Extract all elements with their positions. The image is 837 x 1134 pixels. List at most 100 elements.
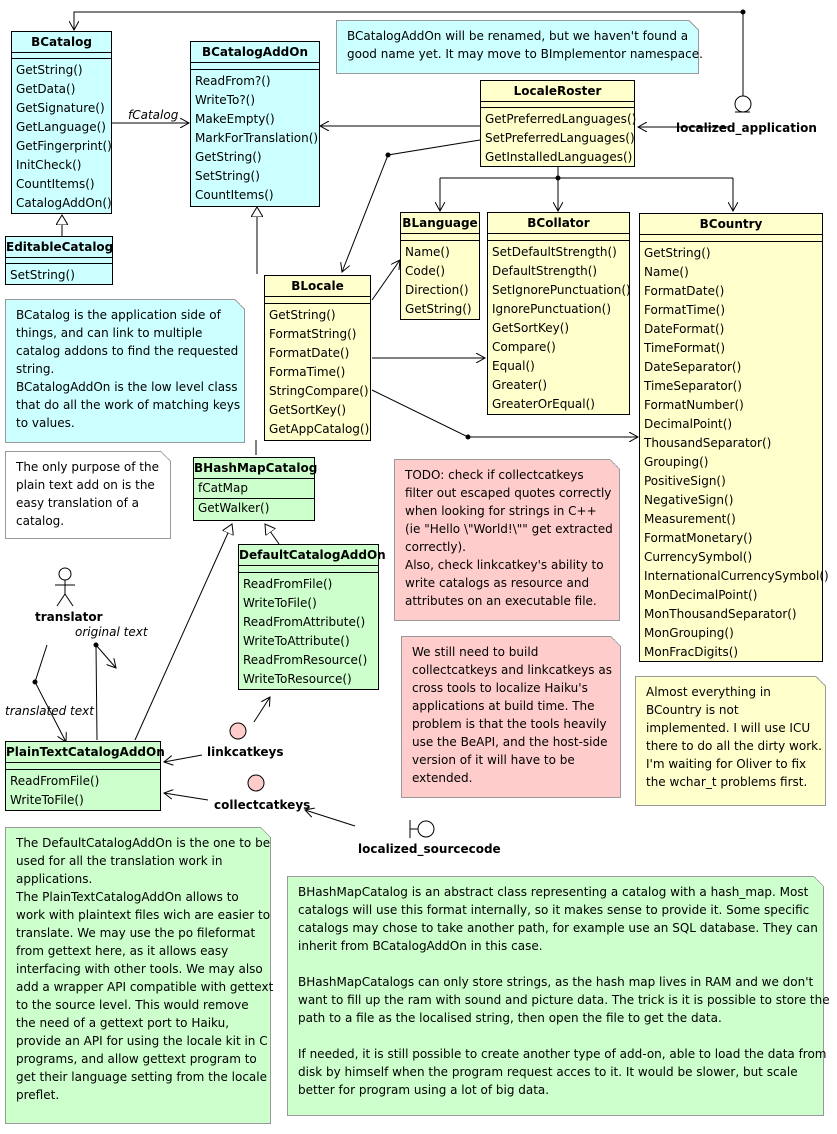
note-line: BCatalogAddOn will be renamed, but we ha… bbox=[347, 29, 689, 43]
class-ops: GetString() Name() FormatDate() FormatTi… bbox=[640, 242, 829, 662]
class-ops: ReadFromFile() WriteToFile() bbox=[6, 770, 160, 810]
class-attrs-empty bbox=[6, 258, 112, 264]
class-bcountry[interactable]: BCountry GetString() Name() FormatDate()… bbox=[639, 213, 829, 662]
class-bcatalog[interactable]: BCatalog GetString() GetData() GetSignat… bbox=[11, 31, 112, 214]
note-line: interfacing with other tools. We may als… bbox=[16, 962, 263, 976]
class-blocale[interactable]: BLocale GetString() FormatString() Forma… bbox=[264, 275, 371, 441]
class-attrs-empty bbox=[640, 235, 822, 242]
label-linkcatkeys: linkcatkeys bbox=[207, 745, 284, 759]
note-default-addon: The DefaultCatalogAddOn is the one to be… bbox=[5, 827, 273, 1124]
edge-original-text bbox=[95, 643, 116, 741]
note-line: catalog addons to find the requested bbox=[16, 344, 239, 358]
class-bcollator[interactable]: BCollator SetDefaultStrength() DefaultSt… bbox=[487, 212, 631, 415]
class-ops: Name() Code() Direction() GetString() bbox=[401, 241, 479, 319]
note-line: catalog. bbox=[16, 514, 65, 528]
op: CurrencySymbol() bbox=[644, 550, 753, 564]
op: InternationalCurrencySymbol() bbox=[644, 569, 829, 583]
note-line: programs, and allow gettext program to bbox=[16, 1052, 257, 1066]
note-line: BCountry is not bbox=[646, 703, 739, 717]
note-line: The DefaultCatalogAddOn is the one to be bbox=[16, 836, 271, 850]
op: GetString() bbox=[269, 308, 336, 322]
note-line: applications at build time. The bbox=[412, 699, 595, 713]
note-line: BHashMapCatalog is an abstract class rep… bbox=[298, 885, 809, 899]
note-line: inherit from BCatalogAddOn in this case. bbox=[298, 939, 543, 953]
class-bcatalogaddon[interactable]: BCatalogAddOn ReadFrom?() WriteTo?() Mak… bbox=[190, 41, 320, 207]
op: MonThousandSeparator() bbox=[644, 607, 797, 621]
op: FormatTime() bbox=[644, 303, 726, 317]
note-line: better for program using a lot of big da… bbox=[298, 1083, 550, 1097]
note-line: Also, check linkcatkey's ability to bbox=[405, 558, 604, 572]
op: MakeEmpty() bbox=[195, 112, 275, 126]
edge-translated-text bbox=[34, 644, 66, 742]
op: ReadFromFile() bbox=[243, 577, 333, 591]
op: FormatMonetary() bbox=[644, 531, 753, 545]
note-line: write catalogs as resource and bbox=[405, 576, 590, 590]
note-line: correctly). bbox=[405, 540, 466, 554]
op: CountItems() bbox=[16, 177, 95, 191]
note-line: used for all the translation work in bbox=[16, 854, 223, 868]
note-todo: TODO: check if collectcatkeys filter out… bbox=[394, 459, 620, 621]
note-line: plain text add on is the bbox=[16, 478, 155, 492]
class-title: EditableCatalog bbox=[6, 237, 113, 258]
note-line: problem is that the tools heavily bbox=[412, 717, 607, 731]
class-editablecatalog[interactable]: EditableCatalog SetString() bbox=[5, 236, 113, 285]
label-localized-sourcecode: localized_sourcecode bbox=[358, 842, 501, 856]
class-bhashmapcatalog[interactable]: BHashMapCatalog fCatMap GetWalker() bbox=[193, 457, 317, 521]
op: GetInstalledLanguages() bbox=[485, 150, 633, 164]
label-translator: translator bbox=[35, 610, 103, 624]
op: IgnorePunctuation() bbox=[492, 302, 612, 316]
class-title: BLocale bbox=[265, 276, 370, 297]
class-title: BLanguage bbox=[401, 213, 479, 234]
note-line: get their language setting from the loca… bbox=[16, 1070, 267, 1084]
note-line: BHashMapCatalogs can only store strings,… bbox=[298, 975, 814, 989]
op: Greater() bbox=[492, 378, 548, 392]
class-title: PlainTextCatalogAddOn bbox=[6, 742, 165, 763]
note-line: easy translation of a bbox=[16, 496, 139, 510]
edge-plaintext-inherit bbox=[134, 524, 232, 741]
op: StringCompare() bbox=[269, 384, 369, 398]
class-attrs-empty bbox=[239, 566, 378, 573]
note-line: disk by himself when the program request… bbox=[298, 1065, 798, 1079]
op: NegativeSign() bbox=[644, 493, 734, 507]
note-line: to the source level. This would remove bbox=[16, 998, 249, 1012]
class-blanguage[interactable]: BLanguage Name() Code() Direction() GetS… bbox=[400, 212, 480, 320]
note-cross-tools: We still need to build collectcatkeys an… bbox=[401, 636, 621, 798]
op: WriteToFile() bbox=[10, 793, 84, 807]
note-line: If needed, it is still possible to creat… bbox=[298, 1047, 827, 1061]
class-attrs-empty bbox=[191, 63, 319, 70]
class-attrs-empty bbox=[401, 234, 479, 241]
op: Code() bbox=[405, 264, 446, 278]
op: MonGrouping() bbox=[644, 626, 734, 640]
op: InitCheck() bbox=[16, 158, 82, 172]
op: ReadFromFile() bbox=[10, 774, 100, 788]
note-plaintext-purpose: The only purpose of the plain text add o… bbox=[5, 451, 171, 539]
op: WriteToFile() bbox=[243, 596, 317, 610]
op: Grouping() bbox=[644, 455, 709, 469]
class-attrs-empty bbox=[481, 102, 634, 108]
note-line: version of it will have to be bbox=[412, 753, 575, 767]
op: ReadFromResource() bbox=[243, 653, 368, 667]
op: Name() bbox=[644, 265, 689, 279]
note-line: TODO: check if collectcatkeys bbox=[405, 468, 584, 482]
note-line: preflet. bbox=[16, 1088, 60, 1102]
op: FormatString() bbox=[269, 327, 357, 341]
note-line: good name yet. It may move to BImplement… bbox=[347, 47, 703, 61]
op: DateSeparator() bbox=[644, 360, 742, 374]
class-defaultcatalogaddon[interactable]: DefaultCatalogAddOn ReadFromFile() Write… bbox=[238, 544, 386, 690]
class-localeroster[interactable]: LocaleRoster GetPreferredLanguages() Set… bbox=[480, 80, 636, 167]
note-line: implemented. I will use ICU bbox=[646, 721, 811, 735]
label-fcatalog: fCatalog bbox=[128, 108, 179, 122]
op: DecimalPoint() bbox=[644, 417, 733, 431]
note-line: Almost everything in bbox=[646, 685, 771, 699]
note-blank-line bbox=[298, 955, 813, 973]
op: CountItems() bbox=[195, 188, 274, 202]
note-line: filter out escaped quotes correctly bbox=[405, 486, 612, 500]
class-plaintextcatalogaddon[interactable]: PlainTextCatalogAddOn ReadFromFile() Wri… bbox=[5, 741, 165, 811]
note-line: BCatalogAddOn is the low level class bbox=[16, 380, 238, 394]
op: Direction() bbox=[405, 283, 469, 297]
op: GetAppCatalog() bbox=[269, 422, 370, 436]
class-title: BCollator bbox=[488, 213, 629, 234]
op: GetSortKey() bbox=[492, 321, 570, 335]
op: Name() bbox=[405, 245, 450, 259]
